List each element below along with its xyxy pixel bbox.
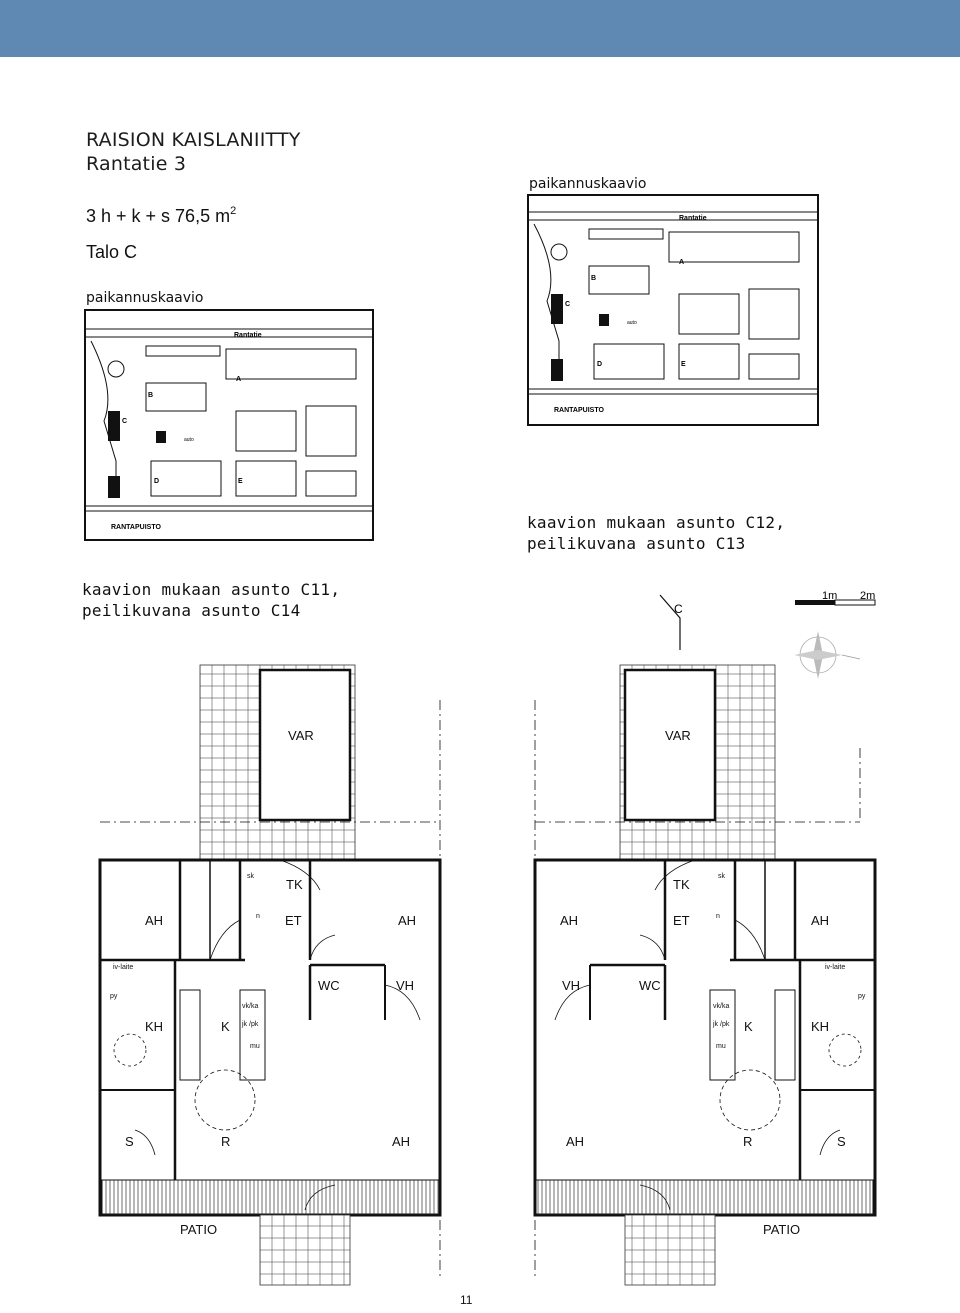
apartment-spec-text: 3 h + k + s 76,5 m (86, 206, 231, 226)
house-marker-label: C (674, 602, 683, 616)
scale-label-2m: 2m (860, 590, 875, 602)
caption-right-line1: kaavion mukaan asunto C12, (527, 513, 786, 532)
room-ah-left-1: AH (145, 913, 163, 928)
sitemap-right-building-a: A (679, 259, 684, 266)
room-ah-right-3: AH (566, 1134, 584, 1149)
room-wc-left: WC (318, 978, 340, 993)
fixture-mu-right: mu (716, 1043, 726, 1050)
house-label: Talo C (86, 242, 138, 262)
fixture-n-right: n (716, 913, 720, 920)
apartment-spec: 3 h + k + s 76,5 m2 (86, 205, 236, 227)
caption-left-line1: kaavion mukaan asunto C11, (82, 580, 341, 599)
room-et-right: ET (673, 913, 690, 928)
unit-right (533, 664, 877, 1286)
sitemap-left-park: RANTAPUISTO (111, 524, 161, 531)
sitemap-left-building-e: E (238, 478, 243, 485)
scale-bar: 1m 2m (795, 590, 876, 606)
title-address: Rantatie 3 (86, 153, 187, 175)
floor-plan: C 1m 2m (98, 590, 877, 1286)
sitemap-right-drawing: Rantatie RANTAPUISTO A B C D E auto (529, 211, 817, 414)
sitemap-left-label: paikannuskaavio (86, 290, 204, 306)
sitemap-left-building-c: C (122, 418, 127, 425)
document-title: RAISION KAISLANIITTY Rantatie 3 (86, 128, 301, 176)
sitemap-right-street: Rantatie (679, 215, 707, 222)
sitemap-left-building-a: A (236, 376, 241, 383)
sitemap-right-building-c: C (565, 301, 570, 308)
room-patio-right: PATIO (763, 1222, 800, 1237)
sitemap-right-park: RANTAPUISTO (554, 407, 604, 414)
room-vh-right: VH (562, 978, 580, 993)
title-project: RAISION KAISLANIITTY (86, 129, 301, 151)
unit-left (98, 664, 442, 1286)
room-s-right: S (837, 1134, 846, 1149)
room-kh-left: KH (145, 1019, 163, 1034)
sitemap-right-parking: auto (627, 320, 637, 326)
sitemap-right-label: paikannuskaavio (529, 176, 647, 192)
caption-left: kaavion mukaan asunto C11, peilikuvana a… (82, 579, 340, 621)
area-unit-sup: 2 (230, 205, 237, 217)
house-marker: C (659, 594, 683, 650)
caption-right: kaavion mukaan asunto C12, peilikuvana a… (527, 512, 785, 554)
room-tk-right: TK (673, 877, 690, 892)
room-k-left: K (221, 1019, 230, 1034)
header-bar (0, 0, 960, 57)
caption-right-line2: peilikuvana asunto C13 (527, 534, 746, 553)
room-wc-right: WC (639, 978, 661, 993)
sitemap-right-building-e: E (681, 361, 686, 368)
sitemap-left: Rantatie RANTAPUISTO A B C D E auto (84, 309, 374, 541)
room-kh-right: KH (811, 1019, 829, 1034)
fixture-vk-left: vk/ka (242, 1003, 258, 1010)
room-ah-left-2: AH (398, 913, 416, 928)
sitemap-right: Rantatie RANTAPUISTO A B C D E auto (527, 194, 819, 426)
room-vh-left: VH (396, 978, 414, 993)
fixture-iv-right: iv-laite (825, 964, 845, 971)
room-ah-left-3: AH (392, 1134, 410, 1149)
sitemap-left-building-d: D (154, 478, 159, 485)
room-var-right: VAR (665, 728, 691, 743)
caption-left-line2: peilikuvana asunto C14 (82, 601, 301, 620)
sitemap-left-parking: auto (184, 437, 194, 443)
fixture-vk-right: vk/ka (713, 1003, 729, 1010)
room-ah-right-2: AH (811, 913, 829, 928)
north-compass-icon (794, 631, 861, 679)
fixture-py-left: py (110, 993, 118, 1000)
fixture-iv-left: iv-laite (113, 964, 133, 971)
fixture-mu-left: mu (250, 1043, 260, 1050)
sitemap-left-building-b: B (148, 392, 153, 399)
room-ah-right-1: AH (560, 913, 578, 928)
room-et-left: ET (285, 913, 302, 928)
room-var-left: VAR (288, 728, 314, 743)
room-tk-left: TK (286, 877, 303, 892)
scale-label-1m: 1m (822, 590, 837, 602)
fixture-jk-right: jk /pk (712, 1021, 730, 1028)
sitemap-left-street: Rantatie (234, 332, 262, 339)
fixture-n-left: n (256, 913, 260, 920)
fixture-sk-right: sk (718, 873, 726, 880)
room-r-right: R (743, 1134, 752, 1149)
room-patio-left: PATIO (180, 1222, 217, 1237)
fixture-sk-left: sk (247, 873, 255, 880)
sitemap-right-building-d: D (597, 361, 602, 368)
room-k-right: K (744, 1019, 753, 1034)
page-number: 11 (460, 1293, 473, 1307)
fixture-py-right: py (858, 993, 866, 1000)
sitemap-left-drawing: Rantatie RANTAPUISTO A B C D E auto (86, 328, 372, 531)
room-s-left: S (125, 1134, 134, 1149)
room-r-left: R (221, 1134, 230, 1149)
fixture-jk-left: jk /pk (241, 1021, 259, 1028)
sitemap-right-building-b: B (591, 275, 596, 282)
